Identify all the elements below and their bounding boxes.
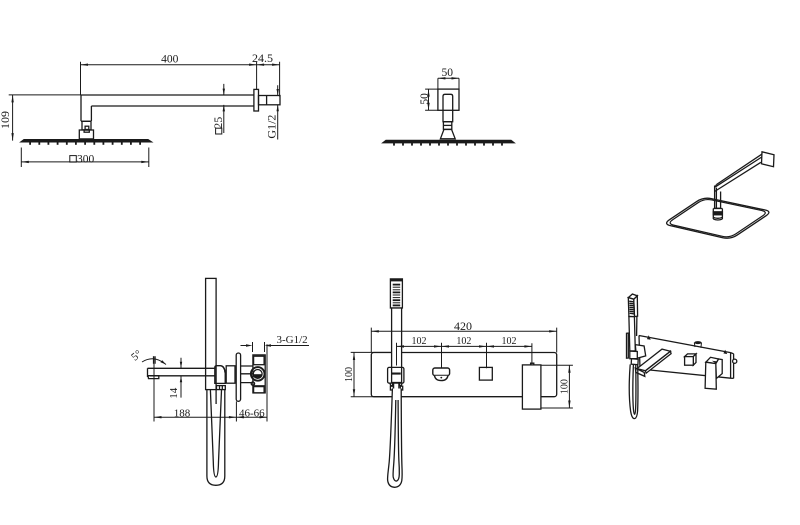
svg-text:420: 420 (454, 319, 472, 333)
svg-text:109: 109 (0, 111, 12, 129)
svg-text:14: 14 (168, 387, 180, 399)
svg-text:46-66: 46-66 (239, 408, 265, 420)
svg-text:24.5: 24.5 (252, 51, 273, 65)
svg-text:3-G1/2: 3-G1/2 (277, 334, 308, 346)
svg-text:50: 50 (442, 67, 454, 79)
svg-text:188: 188 (174, 408, 191, 420)
svg-text:100: 100 (344, 367, 355, 382)
svg-text:25: 25 (211, 117, 225, 129)
svg-text:G1/2: G1/2 (264, 115, 278, 139)
svg-text:102: 102 (502, 336, 517, 347)
svg-text:100: 100 (559, 379, 570, 394)
svg-text:102: 102 (412, 336, 427, 347)
svg-text:400: 400 (161, 54, 179, 66)
svg-text:300: 300 (77, 153, 95, 165)
svg-text:102: 102 (456, 336, 471, 347)
svg-text:50: 50 (419, 93, 431, 105)
svg-text:5°: 5° (129, 348, 144, 364)
